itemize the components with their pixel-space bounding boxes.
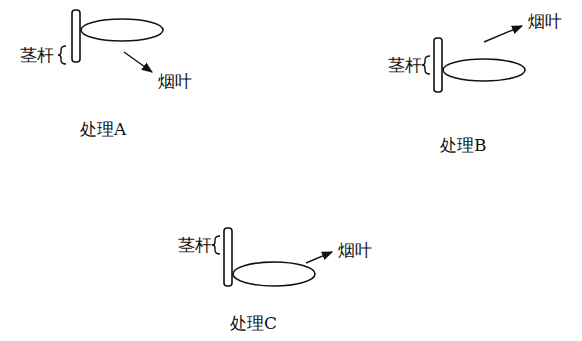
tobacco-leaf (233, 262, 315, 286)
treatment-caption: 处理C (230, 314, 277, 333)
brace (58, 46, 66, 64)
leader-arrow (124, 52, 152, 72)
tobacco-leaf (81, 19, 163, 41)
brace (422, 56, 430, 74)
brace (212, 236, 220, 254)
part-label: 烟叶 (528, 12, 562, 31)
part-label: 茎杆 (388, 56, 422, 75)
stem (434, 38, 442, 92)
treatment-caption: 处理B (440, 136, 487, 155)
part-label: 茎杆 (178, 236, 212, 255)
part-label: 烟叶 (338, 241, 372, 260)
leader-arrow (306, 252, 332, 263)
treatment-caption: 处理A (80, 120, 126, 139)
leader-arrow (484, 26, 522, 42)
part-label: 茎杆 (20, 46, 54, 65)
tobacco-leaf (443, 59, 525, 81)
stem (72, 10, 80, 62)
stem (224, 228, 232, 286)
part-label: 烟叶 (158, 72, 192, 91)
